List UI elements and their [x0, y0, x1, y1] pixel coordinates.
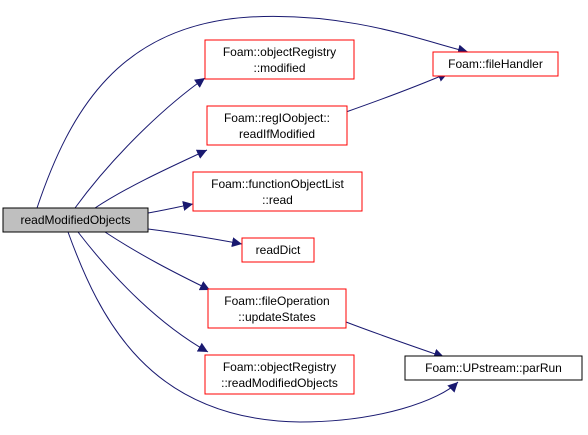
node-label-line1: Foam::objectRegistry: [223, 45, 336, 59]
node-UPstream-parRun[interactable]: Foam::UPstream::parRun: [404, 355, 583, 381]
edge-root-to-fileHandler: [36, 15, 469, 209]
node-label-line1: Foam::regIOobject::: [224, 111, 330, 125]
node-readModifiedObjects[interactable]: readModifiedObjects: [2, 207, 149, 233]
edge-root-to-readDict: [147, 228, 243, 248]
node-readDict[interactable]: readDict: [241, 237, 315, 263]
node-label-line2: readIfModified: [239, 127, 315, 141]
node-label-line1: Foam::functionObjectList: [211, 177, 344, 191]
node-label-line2: ::read: [262, 193, 293, 207]
node-label-line2: ::readModifiedObjects: [221, 376, 338, 390]
edges: [36, 15, 469, 423]
node-regIOobject-readIfModified[interactable]: Foam::regIOobject:: readIfModified: [206, 105, 348, 146]
node-label: Foam::fileHandler: [448, 57, 543, 71]
edge-root-to-fileOperation-updateStates: [104, 231, 211, 291]
edge-root-to-objectRegistry-readModifiedObjects: [77, 231, 209, 353]
node-label: Foam::UPstream::parRun: [425, 361, 562, 375]
node-label-line2: ::updateStates: [238, 310, 315, 324]
edge-root-to-functionObjectList-read: [147, 201, 194, 214]
node-fileHandler[interactable]: Foam::fileHandler: [432, 51, 559, 77]
node-fileOperation-updateStates[interactable]: Foam::fileOperation ::updateStates: [207, 288, 347, 329]
node-label: readModifiedObjects: [20, 213, 130, 227]
edge-updateStates-to-parRun: [345, 321, 445, 359]
edge-root-to-regIOobject-readIfModified: [94, 149, 208, 209]
node-objectRegistry-modified[interactable]: Foam::objectRegistry ::modified: [204, 39, 355, 80]
node-label-line2: ::modified: [253, 61, 305, 75]
node-label: readDict: [256, 243, 301, 257]
edge-readIfModified-to-fileHandler: [345, 72, 449, 113]
node-functionObjectList-read[interactable]: Foam::functionObjectList ::read: [192, 171, 363, 212]
edge-root-to-UPstream-parRun: [67, 231, 459, 423]
node-label-line1: Foam::objectRegistry: [223, 360, 336, 374]
node-label-line1: Foam::fileOperation: [224, 294, 329, 308]
node-objectRegistry-readModifiedObjects[interactable]: Foam::objectRegistry ::readModifiedObjec…: [204, 354, 355, 395]
edge-root-to-objectRegistry-modified: [74, 77, 206, 209]
